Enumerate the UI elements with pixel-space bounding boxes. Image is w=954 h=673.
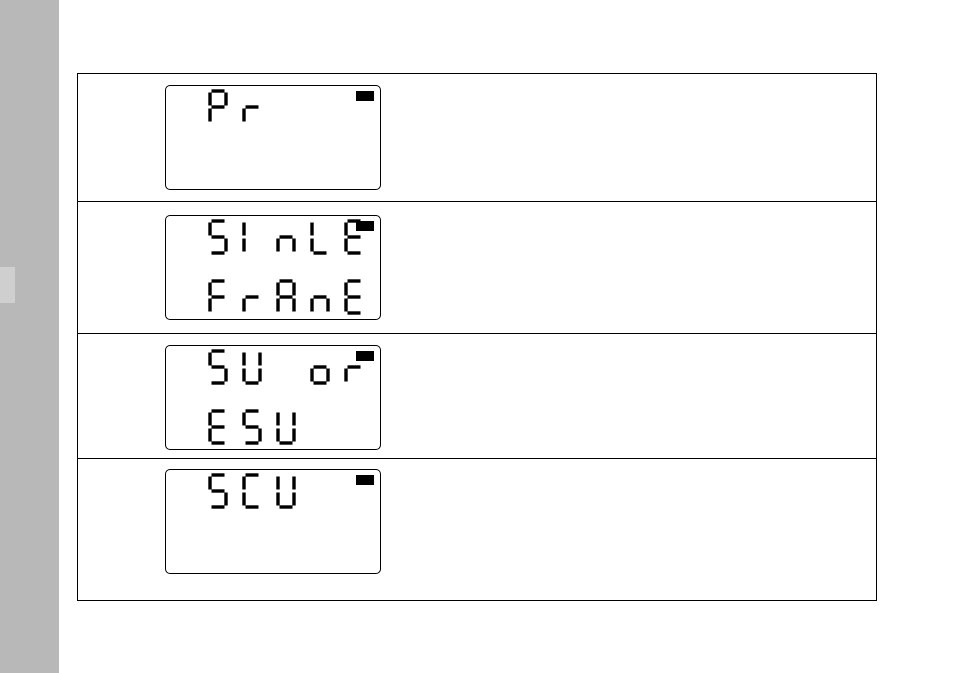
lcd-digit (244, 475, 259, 507)
lcd-digit (278, 237, 294, 252)
lcd-digit (312, 297, 328, 312)
table-row: SCU (78, 459, 876, 599)
lcd-digit (244, 411, 260, 443)
lcd-digit (346, 281, 361, 313)
lcd-line-text: SInLE (168, 233, 198, 244)
lcd-digit (210, 221, 226, 253)
lcd-line-text: FrAnE (168, 293, 198, 304)
lcd-line-text: SU or (168, 363, 198, 374)
lcd-display: SU or ESU (165, 345, 381, 450)
lcd-line-text: ESU (168, 423, 186, 434)
lcd-digit (244, 297, 259, 312)
lcd-segments: SInLE FrAnE (166, 216, 380, 319)
lcd-digit (278, 477, 294, 508)
lcd-digit (210, 351, 226, 383)
side-tab (0, 267, 15, 303)
table-row: SInLE FrAnE (78, 202, 876, 334)
table-row: Pr (78, 74, 876, 202)
lcd-digit (278, 413, 294, 444)
side-bar (0, 0, 59, 673)
lcd-line-text: SCU (168, 487, 186, 498)
lcd-display: SCU (165, 469, 381, 574)
lcd-digit (210, 281, 225, 312)
lcd-digit (244, 353, 260, 384)
lcd-segments: Pr (166, 86, 380, 189)
lcd-digit (312, 367, 328, 383)
lcd-digit (210, 91, 226, 122)
lcd-display: SInLE FrAnE (165, 215, 381, 320)
lcd-segments: SCU (166, 470, 380, 573)
lcd-segments: SU or ESU (166, 346, 380, 449)
lcd-digit (346, 221, 361, 253)
lcd-digit (210, 411, 225, 443)
lcd-digit (210, 475, 226, 507)
lcd-line-text: Pr (168, 103, 180, 114)
lcd-display: Pr (165, 85, 381, 190)
lcd-digit (244, 107, 259, 122)
lcd-digit (278, 281, 294, 312)
lcd-digit (312, 223, 327, 254)
table-row: SU or ESU (78, 334, 876, 459)
lcd-digit (346, 367, 361, 382)
